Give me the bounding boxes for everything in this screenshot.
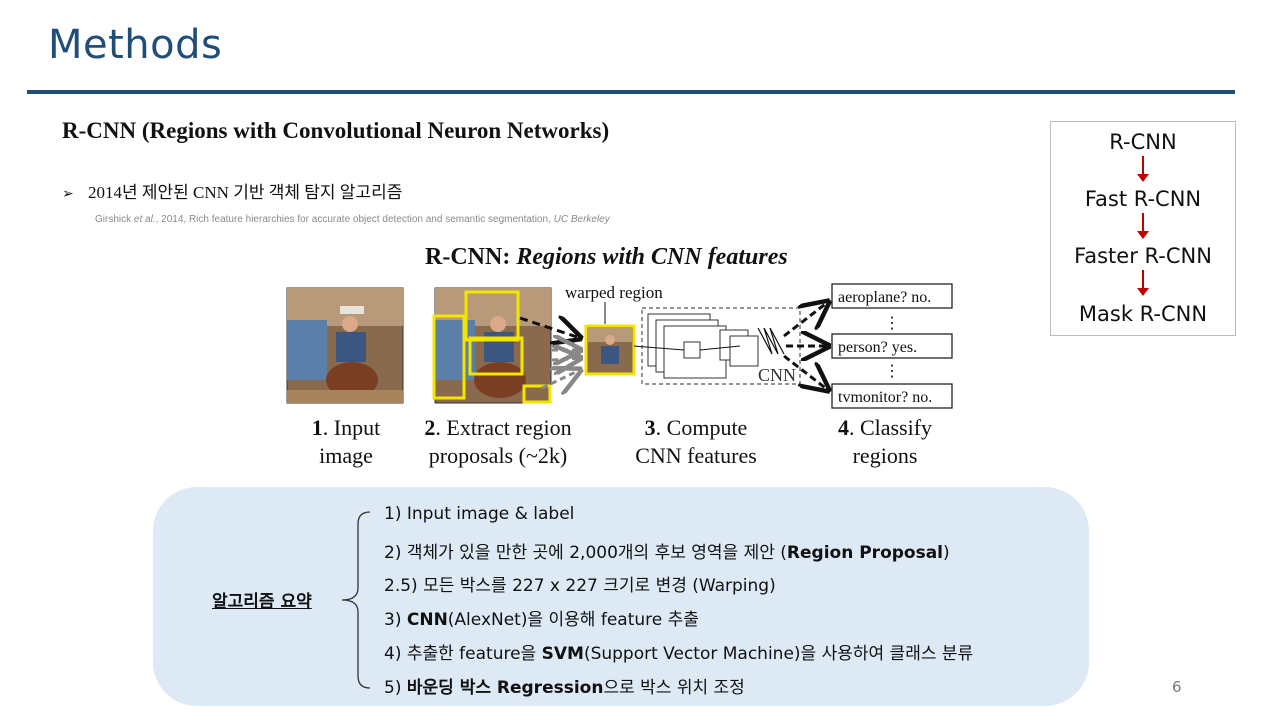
step-number: 2 [424,415,436,440]
class-label: aeroplane? no. [838,289,931,306]
citation: Girshick et al., 2014, Rich feature hier… [95,214,610,225]
warped-region-image [584,324,636,376]
citation-title: , 2014, Rich feature hierarchies for acc… [155,214,554,225]
step-text: regions [852,443,918,468]
summary-item: 1) Input image & label [384,504,574,524]
summary-panel [153,487,1089,706]
class-label: person? yes. [838,339,917,356]
summary-text: 4) 추출한 feature을 [384,644,542,664]
step-number: 3 [644,415,656,440]
summary-text: ) [943,543,950,563]
down-arrow-icon [1142,156,1144,174]
warped-region-label: warped region [565,283,663,302]
class-label: tvmonitor? no. [838,389,932,406]
class-box [831,333,953,359]
citation-affiliation: UC Berkeley [553,214,610,225]
title-divider [27,90,1235,94]
arrowhead [1137,231,1149,239]
summary-label: 알고리즘 요약 [212,592,312,612]
step-caption: 1. Input image [296,414,396,470]
citation-author: Girshick [95,214,134,225]
summary-text: 5) [384,678,407,698]
step-text: . Compute [655,415,748,440]
citation-etal: et al. [133,214,156,225]
summary-text: 2) 객체가 있을 만한 곳에 2,000개의 후보 영역을 제안 ( [384,543,787,563]
step-text: . Extract region [435,415,572,440]
ellipsis: ⋮ [884,363,900,380]
bullet-text: 2014년 제안된 CNN 기반 객체 탐지 알고리즘 [88,183,403,202]
page-number: 6 [1172,678,1182,696]
arrowhead [1137,174,1149,182]
evolution-item: Fast R-CNN [1084,187,1202,211]
summary-emphasis: Region Proposal [786,543,944,563]
step-text: . Input [322,415,381,440]
section-heading: R-CNN (Regions with Convolutional Neuron… [62,118,610,143]
summary-text: (AlexNet)을 이용해 feature 추출 [447,610,699,630]
arrowhead [1137,288,1149,296]
evolution-item: Faster R-CNN [1074,244,1212,268]
bullet-item: ➢ 2014년 제안된 CNN 기반 객체 탐지 알고리즘 [62,178,402,203]
down-arrow-icon [1142,270,1144,288]
rcnn-evolution-box: R-CNN Fast R-CNN Faster R-CNN Mask R-CNN [1050,121,1236,336]
figure-title-bold: R-CNN: [425,244,517,270]
summary-item: 2) 객체가 있을 만한 곳에 2,000개의 후보 영역을 제안 (Regio… [384,538,950,563]
evolution-item: Mask R-CNN [1078,302,1208,326]
step-caption: 4. Classify regions [820,414,950,470]
ellipsis: ⋮ [884,315,900,332]
figure-title-italic: Regions with CNN features [516,244,788,270]
step-number: 4 [837,415,849,440]
step-caption: 3. Compute CNN features [616,414,776,470]
summary-item: 2.5) 모든 박스를 227 x 227 크기로 변경 (Warping) [384,571,776,596]
input-image [286,287,404,404]
summary-text: 2.5) 모든 박스를 227 x 227 크기로 변경 (Warping) [384,576,776,596]
step-number: 1 [311,415,323,440]
summary-emphasis: 바운딩 박스 Regression [406,678,604,698]
cnn-label: CNN [758,365,796,385]
slide-title: Methods [48,22,223,68]
rcnn-pipeline-figure: R-CNN: Regions with CNN features [280,240,970,480]
summary-text: (Support Vector Machine)을 사용하여 클래스 분류 [583,644,974,664]
summary-text: 1) Input image & label [384,504,575,524]
step-caption: 2. Extract region proposals (~2k) [406,414,590,470]
figure-title: R-CNN: Regions with CNN features [425,244,788,271]
summary-item: 3) CNN(AlexNet)을 이용해 feature 추출 [384,605,699,630]
summary-emphasis: SVM [541,644,584,664]
summary-emphasis: CNN [406,610,448,630]
step-text: image [319,443,373,468]
summary-text: 3) [384,610,407,630]
pipeline-diagram: warped region CNN aeroplane? no. ⋮ perso… [286,283,953,409]
arrow-bullet-icon: ➢ [62,187,74,202]
evolution-item: R-CNN [1109,130,1177,154]
step-text: proposals (~2k) [428,443,568,468]
summary-item: 5) 바운딩 박스 Regression으로 박스 위치 조정 [384,673,745,698]
summary-item: 4) 추출한 feature을 SVM(Support Vector Machi… [384,639,973,664]
summary-text: 으로 박스 위치 조정 [603,678,745,698]
region-proposals-image [432,287,552,404]
down-arrow-icon [1142,213,1144,231]
curly-brace-icon [341,511,371,689]
step-text: CNN features [635,443,757,468]
step-text: . Classify [848,415,933,440]
class-box [831,383,953,409]
class-box [831,283,953,309]
